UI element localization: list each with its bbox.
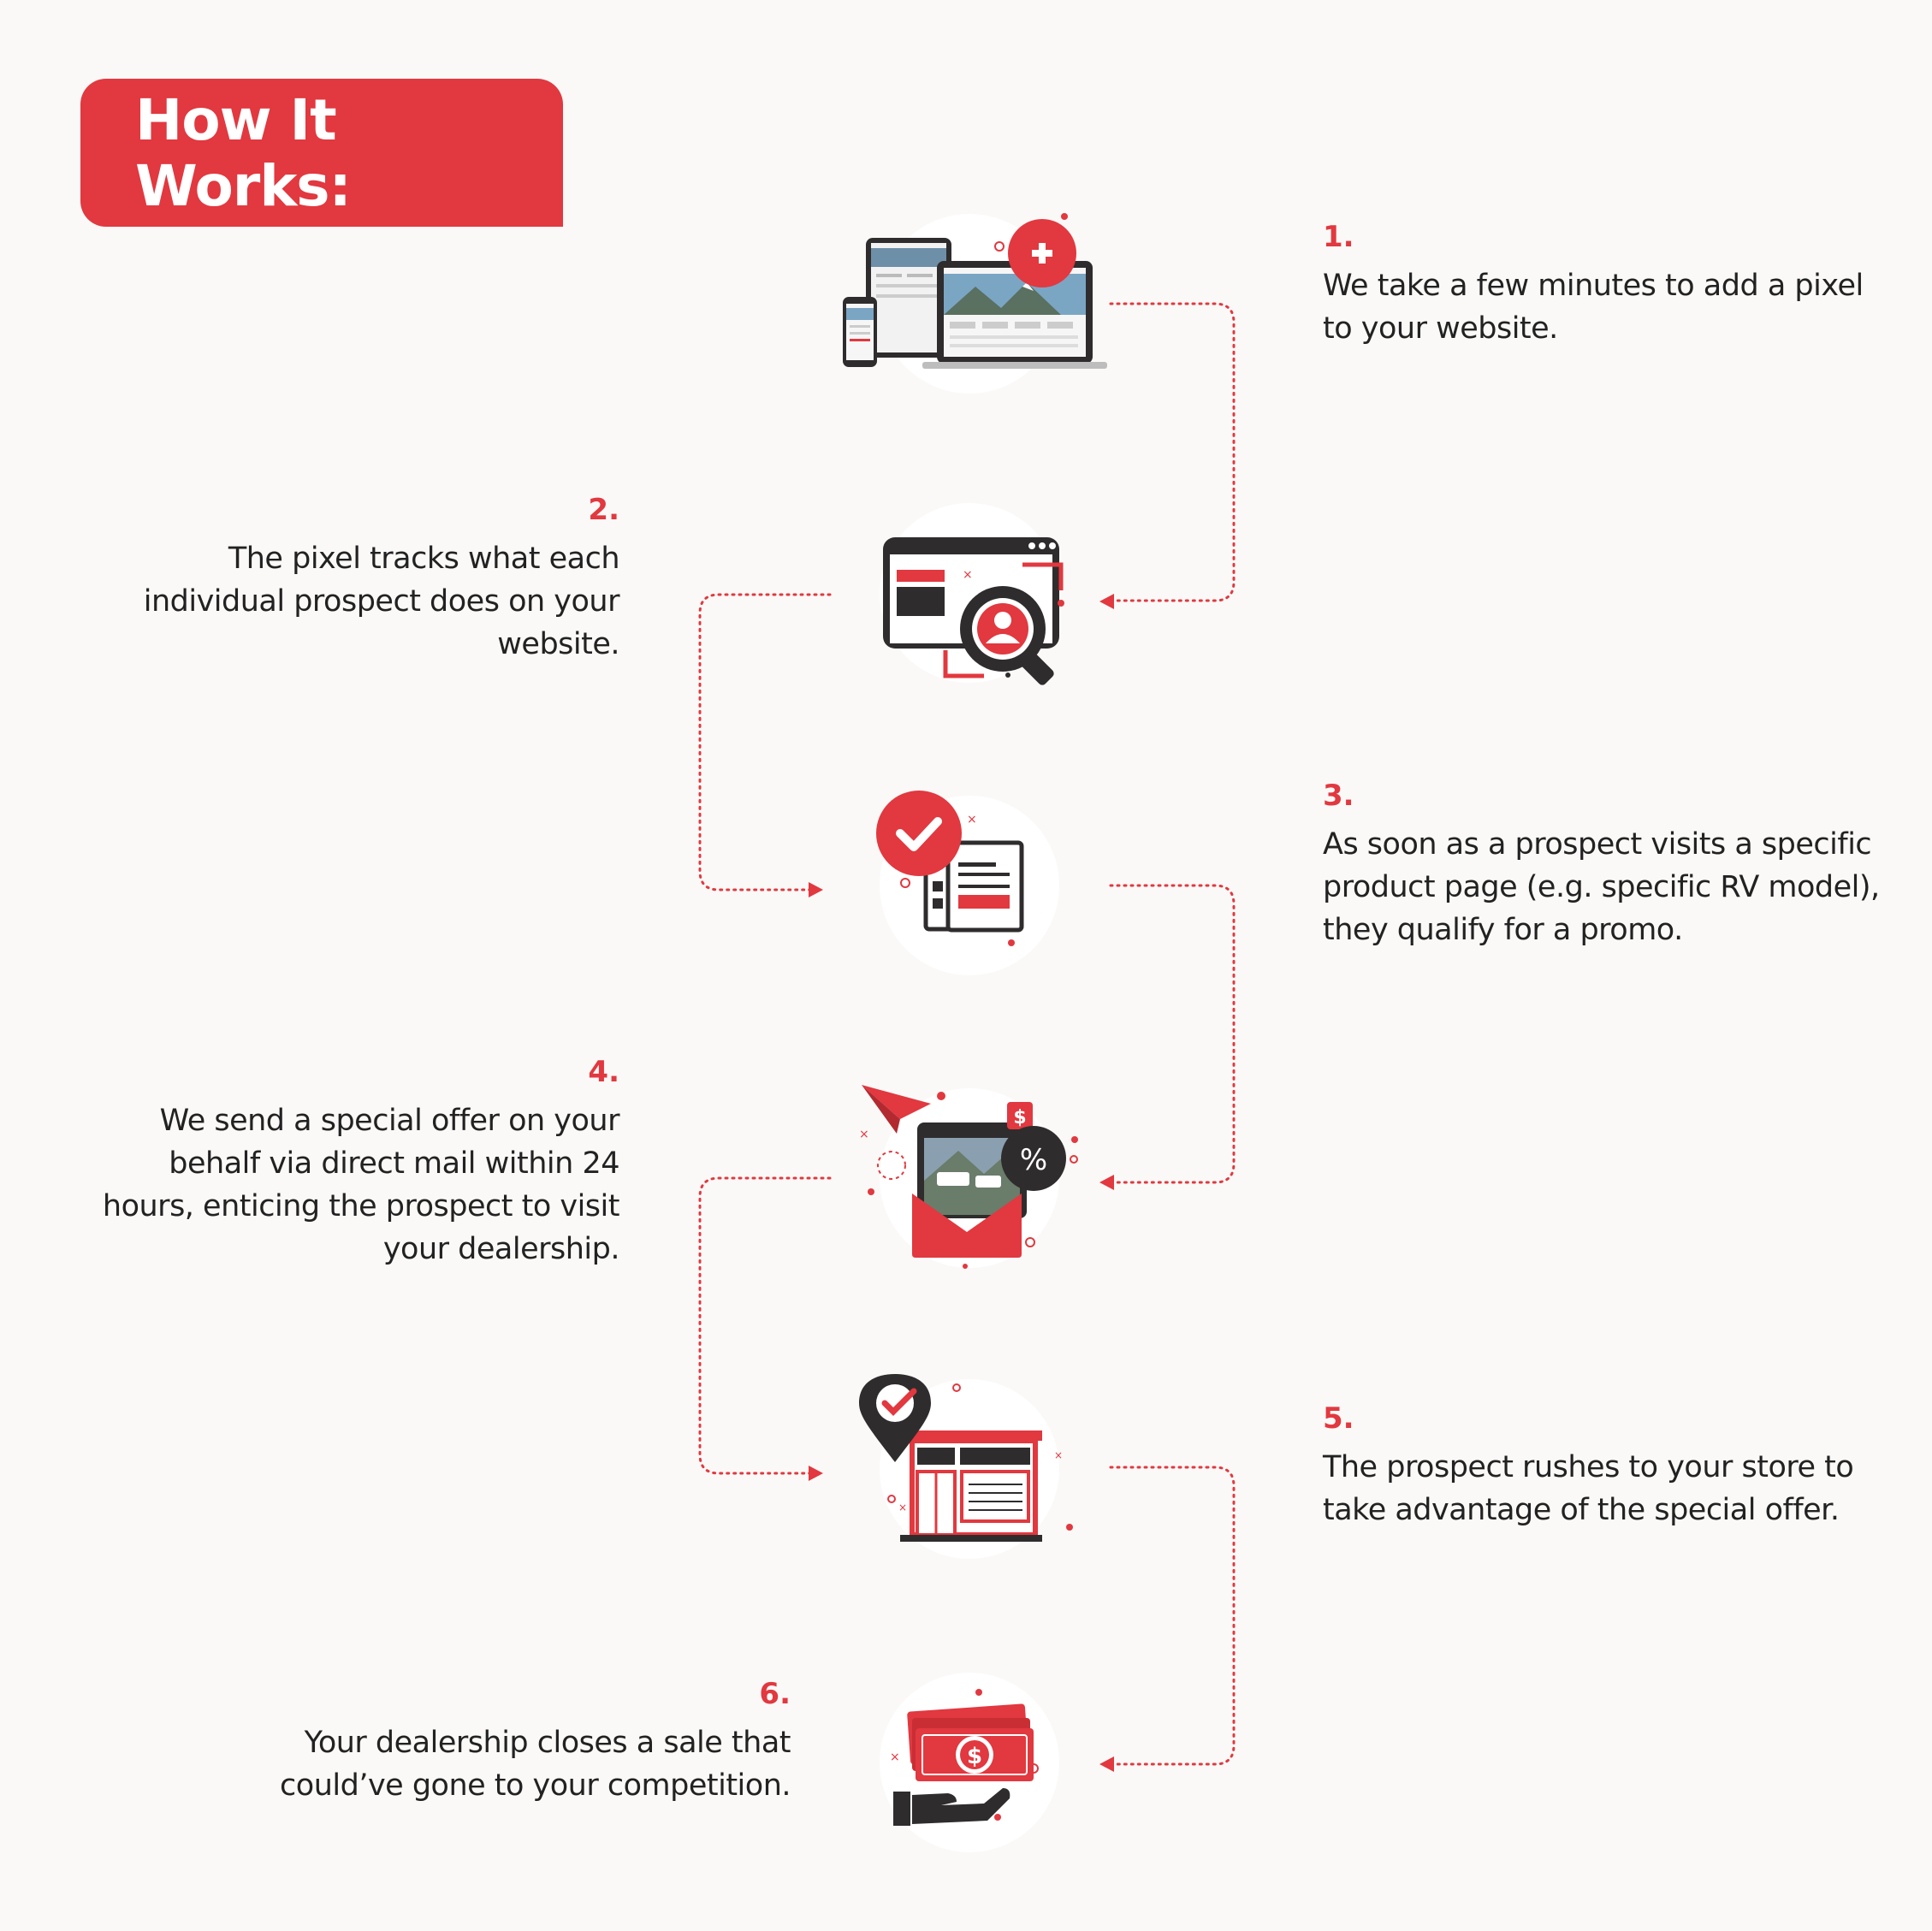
money-hand-icon: $ × [880,1673,1059,1852]
connector-4-5 [698,1176,832,1475]
storefront-location-icon: × × [859,1374,1073,1559]
svg-text:×: × [967,813,977,826]
connector-2-3 [698,593,832,891]
svg-text:×: × [890,1750,900,1764]
step-1: 1. We take a few minutes to add a pixel … [1323,220,1870,350]
page-title: How It Works: [135,86,352,219]
browser-search-user-icon: × [880,503,1064,685]
step-description: We take a few minutes to add a pixel to … [1323,269,1864,346]
step-6: 6. Your dealership closes a sale that co… [257,1677,791,1807]
svg-text:$: $ [967,1744,982,1769]
svg-text:×: × [859,1128,869,1141]
step-3: 3. As soon as a prospect visits a specif… [1323,779,1888,951]
step-number: 3. [1323,779,1354,813]
step-description: The prospect rushes to your store to tak… [1323,1450,1854,1527]
step-2: 2. The pixel tracks what each individual… [103,493,620,666]
connector-3-4 [1109,884,1236,1184]
step-description: The pixel tracks what each individual pr… [143,542,620,661]
devices-add-icon [843,213,1107,394]
svg-text:×: × [1054,1449,1063,1461]
svg-text:×: × [898,1502,907,1513]
arrowhead-2 [1099,594,1114,609]
checklist-approved-icon: × [876,791,1059,975]
svg-text:%: % [1020,1143,1047,1177]
step-number: 1. [1323,220,1354,254]
arrowhead-3 [809,882,823,897]
step-5: 5. The prospect rushes to your store to … [1323,1401,1870,1531]
step-number: 5. [1323,1401,1354,1436]
connector-1-2 [1109,302,1236,602]
arrowhead-5 [809,1466,823,1481]
direct-mail-offer-icon: $ % × [859,1085,1078,1269]
step-description: We send a special offer on your behalf v… [102,1104,620,1266]
svg-text:×: × [963,568,973,582]
arrowhead-4 [1099,1175,1114,1190]
step-description: As soon as a prospect visits a specific … [1323,827,1880,947]
step-description: Your dealership closes a sale that could… [280,1726,791,1803]
step-number: 4. [588,1055,619,1089]
arrowhead-6 [1099,1756,1114,1772]
title-banner: How It Works: [80,79,563,227]
svg-text:$: $ [1013,1107,1026,1128]
step-4: 4. We send a special offer on your behal… [94,1055,620,1271]
step-number: 2. [588,493,619,527]
step-number: 6. [759,1677,791,1711]
connector-5-6 [1109,1466,1236,1766]
